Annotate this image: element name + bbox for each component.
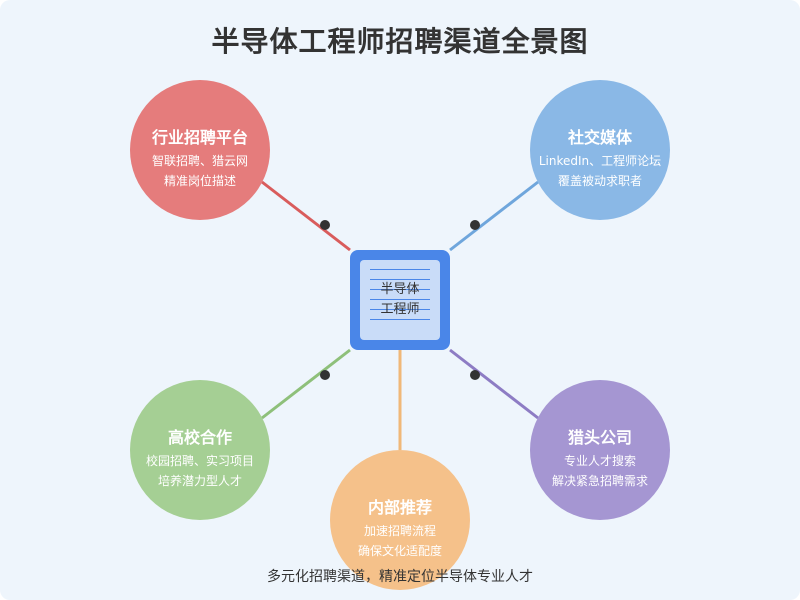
chip-trace-line (370, 309, 430, 310)
chip-trace-line (370, 299, 430, 300)
node-desc: LinkedIn、工程师论坛 (538, 154, 662, 168)
connector-dot-social-media (470, 220, 480, 230)
connector-dot-industry-platform (320, 220, 330, 230)
chip-trace-line (370, 289, 430, 290)
node-title: 行业招聘平台 (151, 128, 248, 147)
chip-trace-line (370, 319, 430, 320)
chip-trace-line (370, 269, 430, 270)
node-campus-cooperation: 高校合作 校园招聘、实习项目 培养潜力型人才 (130, 380, 270, 520)
hub-chip-face: 半导体 工程师 (360, 260, 440, 340)
node-desc: 培养潜力型人才 (157, 474, 242, 488)
diagram-title: 半导体工程师招聘渠道全景图 (211, 25, 589, 58)
hub-label-line1: 半导体 (380, 282, 420, 297)
node-social-media: 社交媒体 LinkedIn、工程师论坛 覆盖被动求职者 (530, 80, 670, 220)
hub-chip-node: 半导体 工程师 (350, 250, 450, 350)
node-desc: 精准岗位描述 (163, 174, 236, 188)
node-title: 内部推荐 (367, 498, 432, 517)
connector-headhunter (449, 348, 539, 420)
connector-industry-platform (261, 180, 351, 252)
node-internal-referral: 内部推荐 加速招聘流程 确保文化适配度 (330, 450, 470, 590)
node-desc: 解决紧急招聘需求 (551, 474, 648, 488)
connector-campus (261, 348, 351, 420)
node-title: 猎头公司 (567, 428, 632, 447)
chip-trace-line (370, 279, 430, 280)
node-desc: 确保文化适配度 (357, 544, 442, 558)
node-desc: 加速招聘流程 (363, 524, 436, 538)
node-title: 社交媒体 (567, 128, 632, 147)
node-title: 高校合作 (167, 428, 232, 447)
node-desc: 校园招聘、实习项目 (145, 454, 254, 468)
node-desc: 覆盖被动求职者 (557, 174, 642, 188)
node-headhunter: 猎头公司 专业人才搜索 解决紧急招聘需求 (530, 380, 670, 520)
connector-dot-headhunter (470, 370, 480, 380)
connector-dot-campus (320, 370, 330, 380)
hub-label-line2: 工程师 (380, 302, 420, 317)
node-desc: 专业人才搜索 (563, 454, 636, 468)
connector-social-media (449, 180, 539, 252)
node-industry-platform: 行业招聘平台 智联招聘、猎云网 精准岗位描述 (130, 80, 270, 220)
node-desc: 智联招聘、猎云网 (151, 154, 248, 168)
diagram-caption: 多元化招聘渠道，精准定位半导体专业人才 (267, 569, 533, 585)
